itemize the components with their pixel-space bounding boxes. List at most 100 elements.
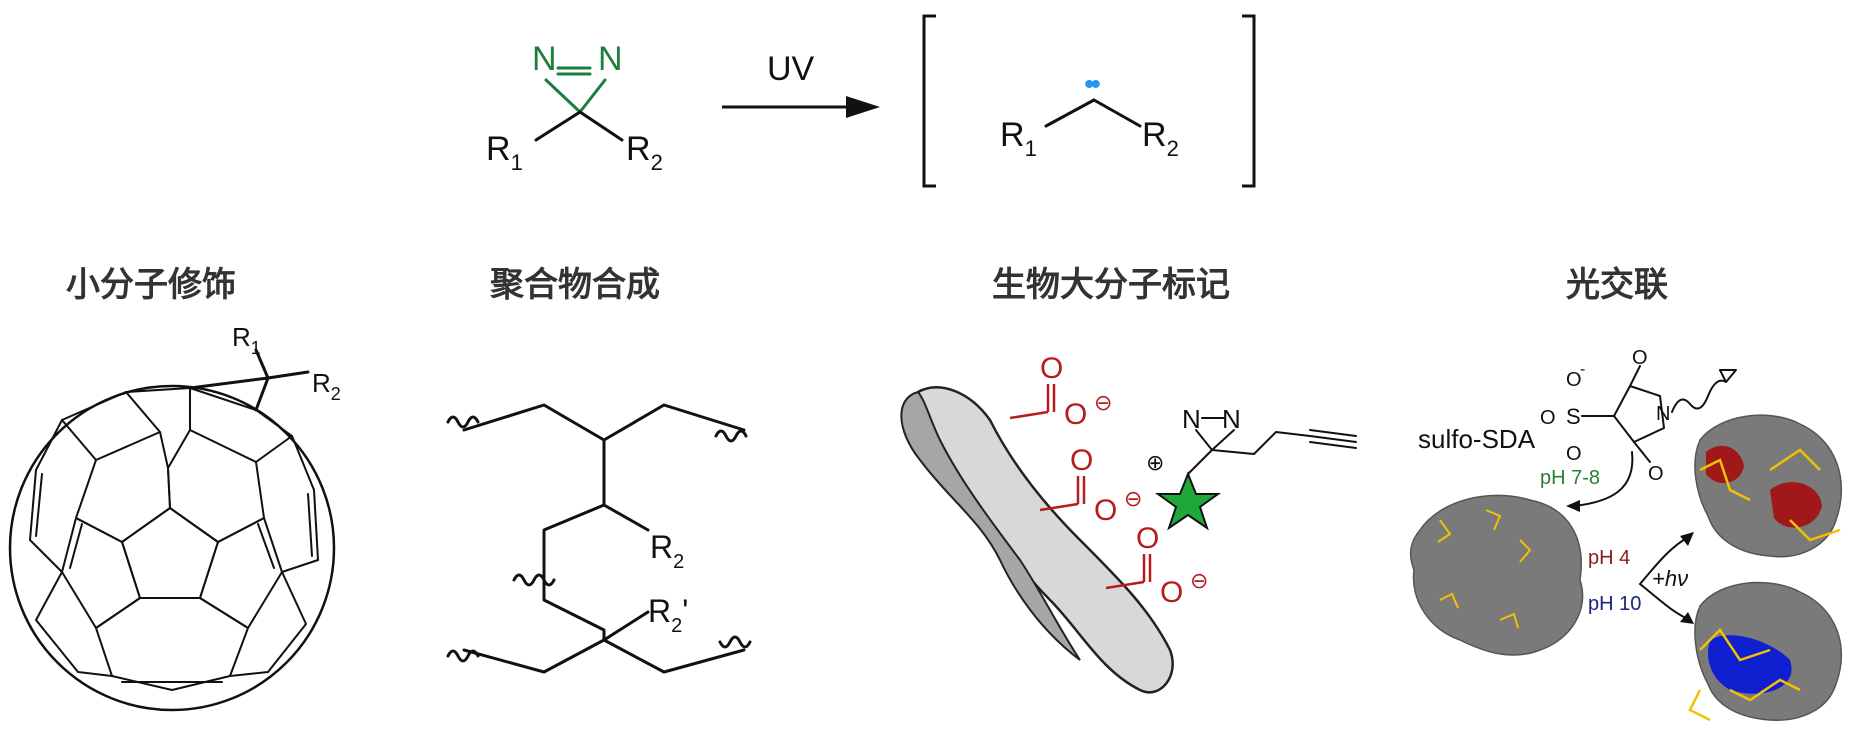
polymer-backbone-top [464,405,744,440]
polymer-backbone-bottom [464,640,744,672]
fullerene-hex-right [200,518,282,628]
succinimide-co-bottom [1634,442,1650,462]
polymer-wavy-end-tr [716,431,746,441]
fullerene-hex-left [62,518,140,628]
probe-alkyne-1 [1310,436,1356,442]
fullerene-double-4 [36,474,42,536]
succinimide-o-top: O [1632,347,1648,369]
label-ph-10: pH 10 [1588,593,1641,615]
bracket-left [924,16,936,186]
fluorophore-star-icon [1158,474,1218,528]
arrow-label-uv: UV [767,50,815,88]
carboxylate-1-charge: ⊖ [1094,390,1112,415]
carboxylate-1-o-top: O [1040,352,1063,385]
product-r2: R2 [1142,116,1179,161]
carboxylate-2-o-top: O [1070,444,1093,477]
arrow-to-red-head [1680,532,1694,546]
diazirine-alkyne-probe: ⊕ N N [1146,404,1356,528]
cyclopropane-bond-2 [256,378,268,410]
probe-cn-left [1196,430,1212,450]
label-ph-4: pH 4 [1588,547,1630,569]
sulfonate-s: S [1566,404,1581,429]
fullerene-edge-a [126,392,160,432]
fullerene-structure: R1 R2 [10,322,341,710]
protein-surface-blue-crosslink [1690,583,1841,721]
ribbon-front [913,387,1173,692]
label-r2: R2 [626,130,663,175]
fullerene-hex-upper-left [76,432,170,542]
arrow-to-protein-head [1566,500,1580,512]
polymer-branch-r2 [604,505,648,530]
label-hv: +hν [1652,566,1688,591]
carbene-product: •• R1 R2 [924,16,1254,186]
polymer-branch-r2p [604,612,648,640]
polymer-branch-2 [544,505,604,580]
heading-biomacro: 生物大分子标记 [992,265,1230,305]
diazirine-cn-bond-right [580,80,605,112]
probe-alkyne-2 [1310,430,1356,436]
fullerene-outline [10,386,334,710]
protein-surface-unlabeled [1411,495,1583,655]
succinimide-co-top [1630,366,1640,386]
carboxylate-1-bond [1010,412,1048,418]
diazirine-reactant: N N R1 R2 [486,40,663,175]
protein-surface-red-crosslink [1695,415,1841,557]
fullerene-double-2 [258,524,274,568]
carbene-bond-right [1094,100,1140,126]
diazirine-cn-bond-left [546,80,580,112]
fullerene-hex-upper-right [168,430,264,542]
sulfonate-o-left: O [1540,407,1556,429]
carboxylate-2-o-side: O [1094,494,1117,527]
carboxylate-3-o-side: O [1160,576,1183,609]
heading-crosslink: 光交联 [1566,265,1668,305]
arrow-to-blue-head [1680,612,1694,624]
carboxylate-3-charge: ⊖ [1190,568,1208,593]
heading-small-molecule: 小分子修饰 [66,265,236,305]
protein-blob-grey [1411,495,1583,655]
uv-arrow: UV [722,50,880,118]
bond-to-r2 [268,372,308,378]
carbene-lone-pair: •• [1084,68,1101,101]
protein-ribbon: O O ⊖ O O ⊖ O O ⊖ [901,352,1208,692]
succinimide-o-bottom: O [1648,463,1664,485]
bond-c-r1 [536,112,580,140]
arrow-head [846,96,880,118]
polymer-wavy-end-bl [448,651,478,661]
sulfo-sda-reagent: sulfo-SDA S O - O O O O N [1418,347,1736,485]
probe-alkyne-3 [1310,442,1356,448]
polymer-wavy-end-br [720,637,750,647]
polymer-r2-prime: R2' [648,593,688,637]
probe-linker [1188,450,1212,474]
diazirine-n-right: N [598,40,623,78]
polymer-branch-3 [544,580,604,640]
probe-n-right: N [1222,404,1241,434]
fullerene-r1: R1 [232,322,261,358]
bracket-right [1242,16,1254,186]
reagent-name: sulfo-SDA [1418,424,1536,454]
cyclopropane-bond-1 [190,378,268,388]
sulfonate-o-bottom: O [1566,443,1582,465]
label-ph-7-8: pH 7-8 [1540,467,1600,489]
diazirine-n-left: N [532,40,557,78]
sda-linker [1672,381,1726,412]
heading-polymer: 聚合物合成 [489,265,660,305]
protein-blob-red-grey [1695,415,1841,557]
product-r1: R1 [1000,116,1037,161]
polymer-r2: R2 [650,529,684,573]
fullerene-double-5 [308,494,312,556]
polymer-structure: R2 R2' [448,405,750,672]
sulfonate-minus: - [1580,361,1585,378]
carboxylate-3-o-top: O [1136,522,1159,555]
carbene-bond-left [1046,100,1094,126]
carboxylate-2-charge: ⊖ [1124,486,1142,511]
carboxylate-1: O O ⊖ [1010,352,1112,431]
carboxylate-1-o-side: O [1064,398,1087,431]
probe-positive-charge: ⊕ [1146,450,1164,475]
fullerene-r2: R2 [312,368,341,404]
bond-c-r2 [580,112,622,140]
succinimide-n: N [1656,403,1670,425]
label-r1: R1 [486,130,523,175]
fullerene-hex-bottom [96,598,248,690]
polymer-wavy-mid [514,575,554,585]
